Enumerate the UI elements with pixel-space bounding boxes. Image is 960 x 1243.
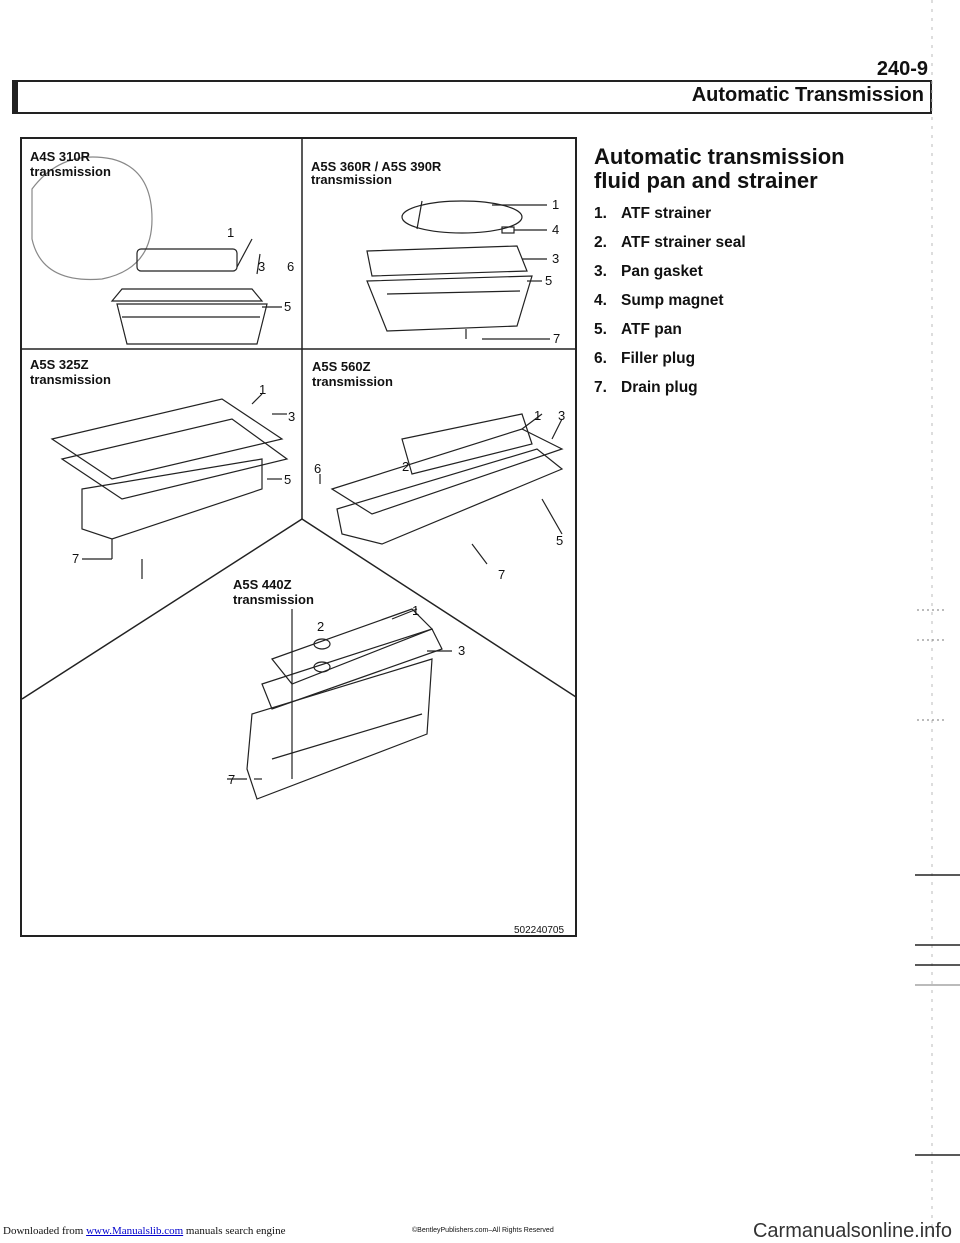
manualslib-link[interactable]: www.Manualslib.com	[86, 1225, 184, 1237]
callout-3: 3	[258, 259, 265, 274]
panel-label-a5s325z-line2: transmission	[30, 372, 111, 387]
legend-item: 5.ATF pan	[594, 321, 682, 338]
legend-item: 6.Filler plug	[594, 350, 696, 367]
callout-6: 6	[314, 461, 321, 476]
legend-item: 1.ATF strainer	[594, 205, 712, 222]
callout-1: 1	[227, 225, 234, 240]
parts-legend: 1.ATF strainer 2.ATF strainer seal 3.Pan…	[594, 204, 746, 407]
figure-id: 502240705	[514, 925, 564, 936]
panel-label-a5s360r-line1: A5S 360R / A5S 390R	[311, 159, 442, 174]
callout-5: 5	[545, 273, 552, 288]
callout-6: 6	[287, 259, 294, 274]
callout-5: 5	[284, 299, 291, 314]
page-number: 240-9	[876, 58, 928, 80]
panel-label-a4s310r-line2: transmission	[30, 164, 111, 179]
callout-4: 4	[552, 222, 559, 237]
divider-diagonal-right	[301, 518, 575, 698]
callout-1: 1	[534, 408, 541, 423]
panel-label-a5s440z-line2: transmission	[233, 592, 314, 607]
callout-1: 1	[412, 603, 419, 618]
panel-a4s310r-drawing	[31, 156, 282, 345]
legend-item: 7.Drain plug	[594, 379, 698, 396]
transmission-pan-illustration: A4S 310R transmission A5S 360R / A5S 390…	[20, 137, 577, 937]
callout-7: 7	[228, 772, 235, 787]
divider-diagonal-left	[22, 518, 303, 700]
panel-label-a5s560z-line1: A5S 560Z	[312, 359, 371, 374]
legend-item: 2.ATF strainer seal	[594, 234, 746, 251]
panel-a5s440z-drawing	[227, 608, 452, 800]
footer-download-note: Downloaded from www.Manualslib.com manua…	[3, 1225, 286, 1237]
panel-label-a5s560z-line2: transmission	[312, 374, 393, 389]
panel-a5s325z-drawing	[50, 393, 289, 579]
legend-item: 4.Sump magnet	[594, 292, 724, 309]
callout-1: 1	[552, 197, 559, 212]
callout-7: 7	[72, 551, 79, 566]
panel-a5s360r-drawing	[366, 200, 550, 340]
page-edge-marks	[915, 0, 960, 1242]
panel-a5s560z-drawing	[319, 413, 564, 565]
callout-3: 3	[458, 643, 465, 658]
callout-7: 7	[498, 567, 505, 582]
legend-item: 3.Pan gasket	[594, 263, 703, 280]
footer: Downloaded from www.Manualslib.com manua…	[0, 1220, 960, 1242]
callout-3: 3	[288, 409, 295, 424]
header-bar: Automatic Transmission	[12, 80, 932, 114]
header-title: Automatic Transmission	[691, 84, 924, 106]
panel-label-a5s440z-line1: A5S 440Z	[233, 577, 292, 592]
callout-5: 5	[556, 533, 563, 548]
panel-label-a5s325z-line1: A5S 325Z	[30, 357, 89, 372]
callout-3: 3	[552, 251, 559, 266]
callout-5: 5	[284, 472, 291, 487]
callout-3: 3	[558, 408, 565, 423]
illustration-svg: A4S 310R transmission A5S 360R / A5S 390…	[22, 139, 575, 936]
callout-2: 2	[317, 619, 324, 634]
section-title: Automatic transmission fluid pan and str…	[594, 144, 845, 193]
footer-copyright: ©BentleyPublishers.com–All Rights Reserv…	[412, 1227, 554, 1234]
callout-7: 7	[553, 331, 560, 346]
callout-1: 1	[259, 382, 266, 397]
footer-watermark: Carmanualsonline.info	[752, 1220, 952, 1242]
panel-label-a4s310r-line1: A4S 310R	[30, 149, 91, 164]
callout-2: 2	[402, 459, 409, 474]
panel-label-a5s360r-line2: transmission	[311, 172, 392, 187]
